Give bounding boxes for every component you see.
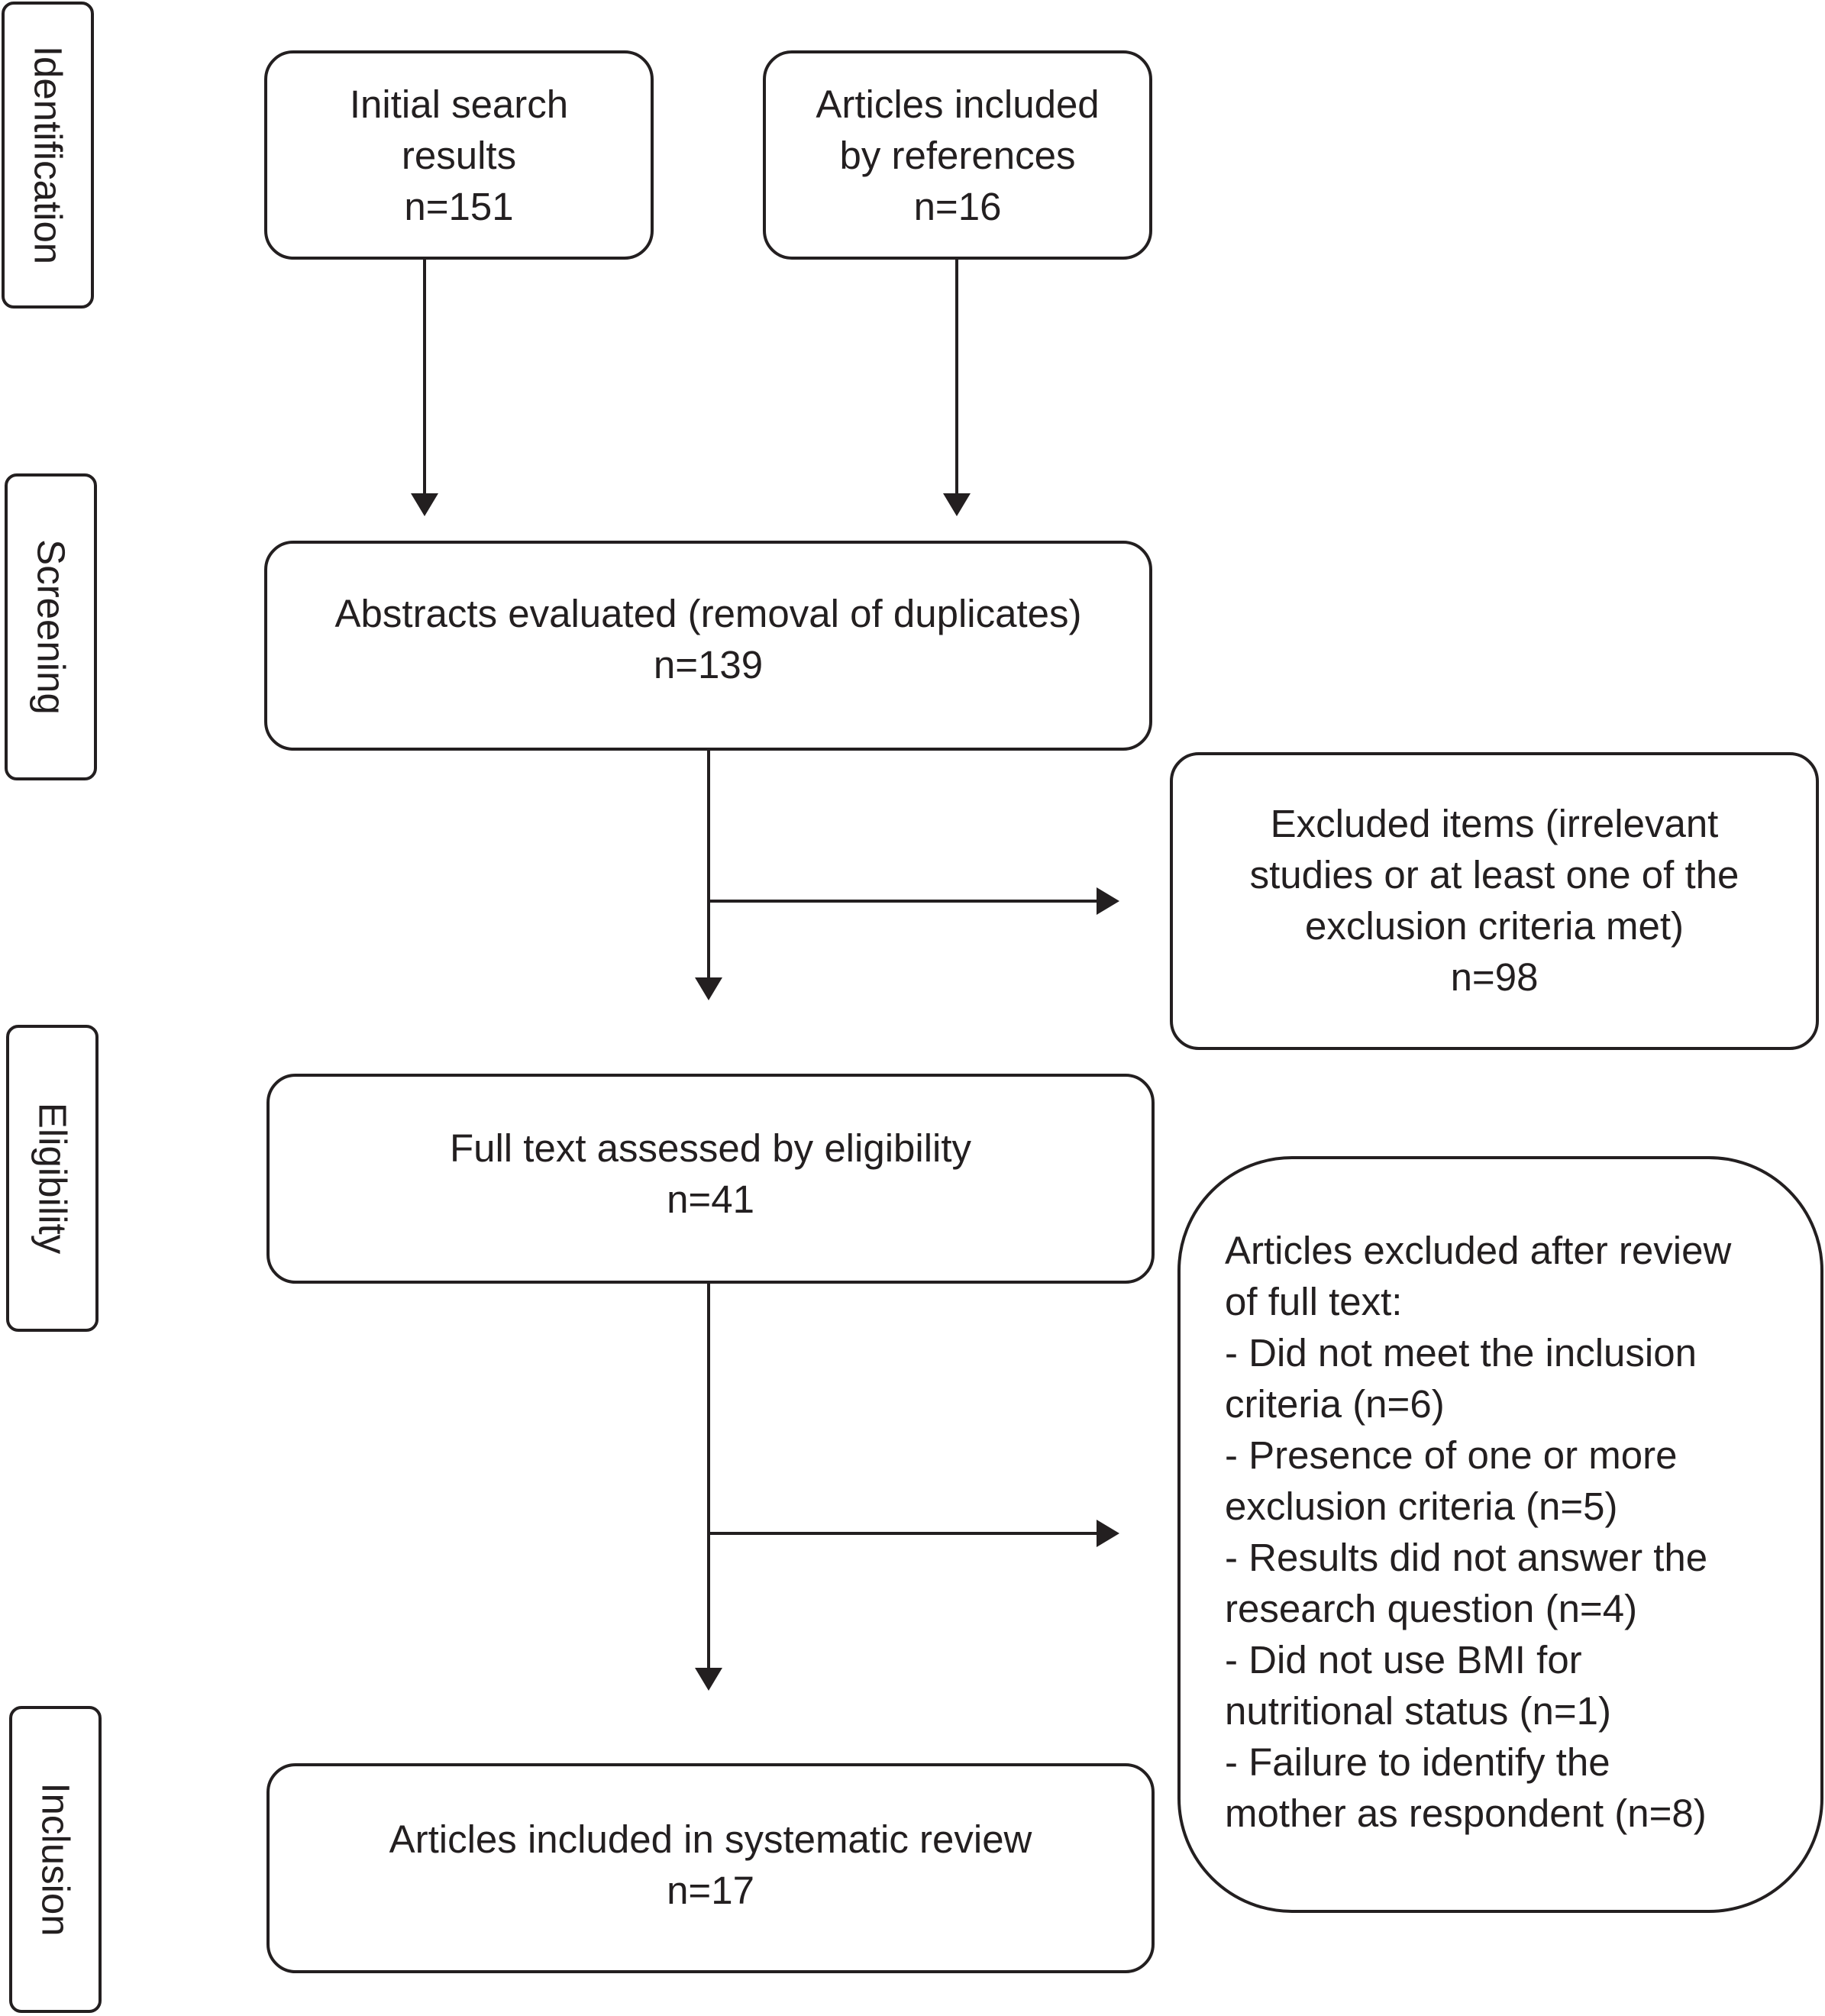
stage-inclusion: Inclusion [9, 1706, 102, 2013]
initial-search-count: n=151 [404, 184, 514, 228]
excluded-full-text-line: nutritional status (n=1) [1225, 1689, 1612, 1733]
initial-search-title: Initial search [349, 82, 569, 126]
stage-screening-label: Screening [29, 539, 73, 715]
excluded-items-line2: studies or at least one of the [1249, 853, 1739, 897]
abstracts-box: Abstracts evaluated (removal of duplicat… [264, 541, 1152, 751]
stage-eligibility-label: Eligibility [31, 1102, 74, 1255]
stage-inclusion-label: Inclusion [34, 1782, 77, 1937]
initial-search-box: Initial search results n=151 [264, 50, 654, 260]
included-title: Articles included in systematic review [389, 1817, 1032, 1861]
excluded-full-text-line: - Did not use BMI for [1225, 1638, 1582, 1682]
stage-identification: Identification [2, 2, 94, 309]
excluded-items-line3: exclusion criteria met) [1305, 904, 1684, 948]
excluded-full-text-line: of full text: [1225, 1280, 1403, 1323]
excluded-full-text-line: mother as respondent (n=8) [1225, 1791, 1707, 1835]
included-box: Articles included in systematic review n… [266, 1763, 1155, 1973]
stage-identification-label: Identification [26, 45, 69, 265]
excluded-items-line1: Excluded items (irrelevant [1270, 802, 1719, 845]
excluded-full-text-line: - Results did not answer the [1225, 1536, 1708, 1579]
included-count: n=17 [667, 1869, 754, 1912]
excluded-full-text-box: Articles excluded after review of full t… [1177, 1156, 1823, 1913]
references-title-cont: by references [839, 133, 1076, 177]
excluded-full-text-line: - Did not meet the inclusion [1225, 1331, 1697, 1375]
full-text-box: Full text assessed by eligibility n=41 [266, 1074, 1155, 1284]
references-title: Articles included [816, 82, 1100, 126]
excluded-full-text-line: research question (n=4) [1225, 1587, 1638, 1630]
stage-eligibility: Eligibility [6, 1025, 99, 1332]
excluded-full-text-line: - Presence of one or more [1225, 1433, 1678, 1477]
excluded-full-text-line: criteria (n=6) [1225, 1382, 1445, 1426]
excluded-full-text-line: Articles excluded after review [1225, 1229, 1732, 1272]
references-box: Articles included by references n=16 [763, 50, 1152, 260]
stage-screening: Screening [5, 473, 97, 780]
excluded-full-text-line: exclusion criteria (n=5) [1225, 1485, 1618, 1528]
abstracts-count: n=139 [653, 643, 764, 687]
references-count: n=16 [913, 184, 1002, 228]
full-text-title: Full text assessed by eligibility [449, 1126, 972, 1170]
excluded-full-text-line: - Failure to identify the [1225, 1740, 1610, 1784]
excluded-items-count: n=98 [1450, 955, 1539, 999]
full-text-count: n=41 [667, 1178, 754, 1221]
initial-search-title-cont: results [401, 133, 517, 177]
abstracts-title: Abstracts evaluated (removal of duplicat… [334, 592, 1082, 635]
excluded-items-box: Excluded items (irrelevant studies or at… [1170, 752, 1819, 1050]
